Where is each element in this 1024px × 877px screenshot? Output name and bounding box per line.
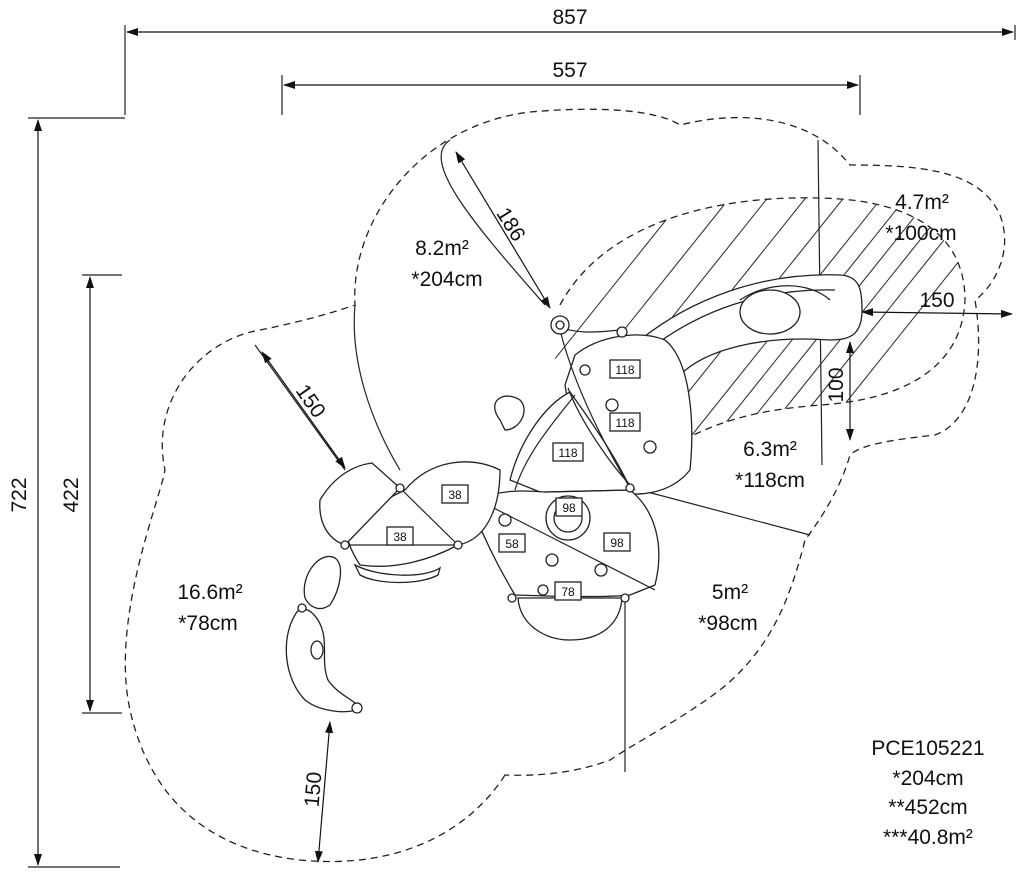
clearance-arrows xyxy=(261,151,1013,863)
height-box-text: 118 xyxy=(558,446,577,460)
height-box-text: 38 xyxy=(448,488,462,502)
product-fall-height: **452cm xyxy=(888,796,967,819)
height-box xyxy=(552,442,584,462)
clearance-186-label: 186 xyxy=(491,204,529,246)
zone-height-label: *98cm xyxy=(698,612,758,635)
connector-rails xyxy=(507,315,636,603)
height-box-text: 78 xyxy=(561,585,575,599)
clearance-150-left-arrow xyxy=(261,351,346,469)
clearance-186-arrow xyxy=(455,151,551,309)
climber xyxy=(285,555,363,714)
zone-height-label: *78cm xyxy=(178,612,238,635)
product-info: PCE105221 *204cm **452cm ***40.8m² xyxy=(871,737,984,849)
height-box-text: 38 xyxy=(393,530,407,544)
height-box-text: 118 xyxy=(615,363,634,377)
height-box xyxy=(441,484,469,504)
zone-area-label: 16.6m² xyxy=(177,581,242,604)
platform-height-labels: 118 118 118 38 38 58 98 98 78 xyxy=(386,359,641,601)
height-box xyxy=(609,412,641,432)
clearance-150-left-label: 150 xyxy=(291,380,330,422)
height-box xyxy=(386,526,414,546)
height-box-text: 98 xyxy=(610,536,624,550)
safety-zone-outline xyxy=(124,108,1006,863)
zone-height-label: *100cm xyxy=(885,222,956,245)
clearance-100-label: 100 xyxy=(825,367,848,402)
height-box xyxy=(609,359,641,379)
overall-height-label: 722 xyxy=(8,477,31,512)
tube-slide xyxy=(638,274,863,376)
height-box-text: 118 xyxy=(615,416,634,430)
dimension-labels: 857 557 722 422 186 150 150 150 100 xyxy=(8,6,955,808)
bottom-deck xyxy=(517,597,623,641)
zone-area-label: 4.7m² xyxy=(895,191,949,214)
clearance-150-right-label: 150 xyxy=(919,289,954,312)
product-free-height: *204cm xyxy=(892,767,963,790)
zone-area-label: 6.3m² xyxy=(743,438,797,461)
height-box xyxy=(555,497,583,517)
zone-height-label: *204cm xyxy=(411,268,482,291)
clearance-150-bottom-arrow xyxy=(314,721,334,863)
height-box-text: 98 xyxy=(562,501,576,515)
overall-width-label: 857 xyxy=(552,6,587,29)
clearance-150-right-arrow xyxy=(861,308,1013,318)
product-code: PCE105221 xyxy=(871,737,984,760)
height-box xyxy=(603,532,631,552)
zone-labels: 8.2m² *204cm 4.7m² *100cm 6.3m² *118cm 1… xyxy=(177,191,956,635)
clearance-150-bottom-label: 150 xyxy=(301,771,327,808)
height-box-text: 58 xyxy=(505,537,519,551)
height-box xyxy=(498,533,526,553)
inner-height-label: 422 xyxy=(60,477,83,512)
zone-height-label: *118cm xyxy=(735,469,805,492)
hex-platform xyxy=(319,461,501,584)
dimension-lines xyxy=(28,25,1016,868)
zone-area-label: 5m² xyxy=(712,581,748,604)
product-total-area: ***40.8m² xyxy=(883,826,973,849)
zone-area-label: 8.2m² xyxy=(415,237,469,260)
height-box xyxy=(554,581,582,601)
inner-width-label: 557 xyxy=(552,59,587,82)
